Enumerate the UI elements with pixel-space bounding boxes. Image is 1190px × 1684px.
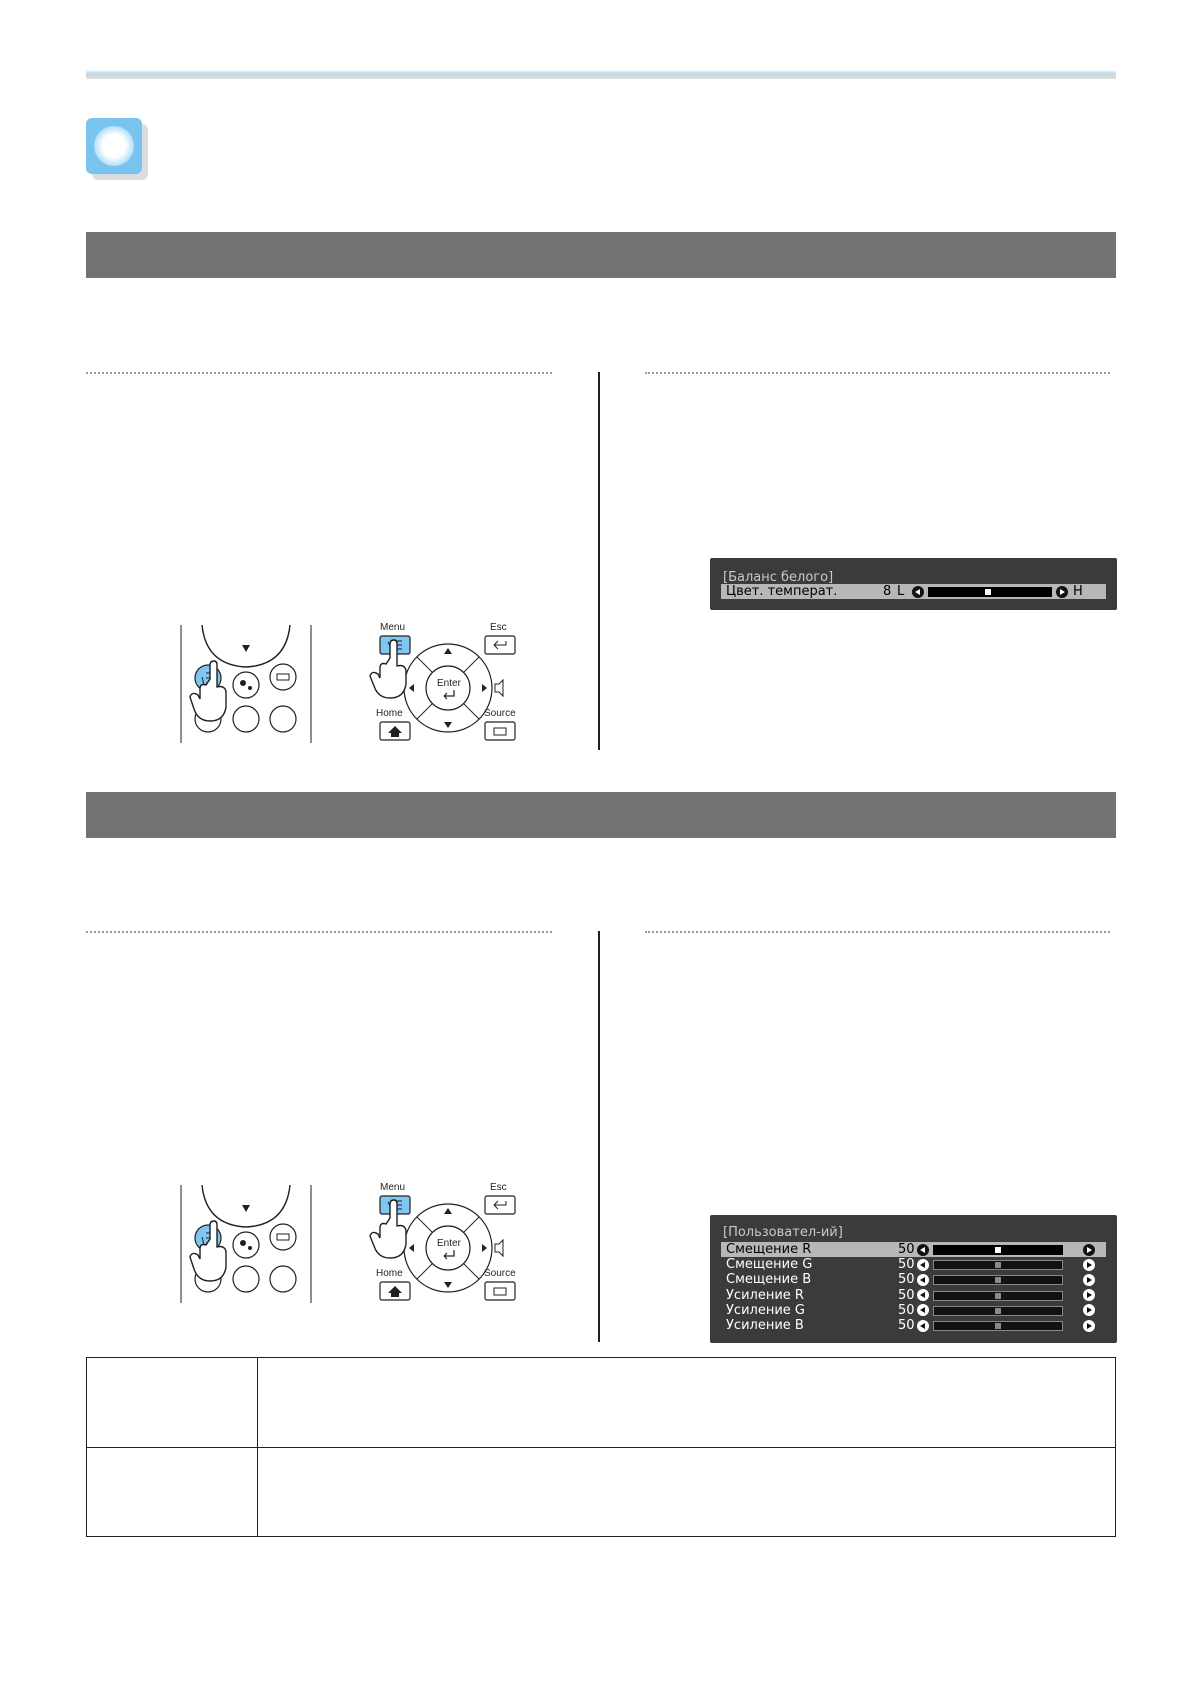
osd-slider-thumb[interactable] xyxy=(995,1247,1001,1253)
remote-illustration-right: Menu Esc Enter Home Source xyxy=(366,622,526,751)
osd-white-balance-panel: [Баланс белого] Цвет. температ. 8 L H xyxy=(710,558,1117,610)
table-row xyxy=(87,1358,1115,1447)
osd-slider-track[interactable] xyxy=(933,1260,1063,1271)
osd-title: [Баланс белого] xyxy=(723,570,834,585)
osd-row-custom-5[interactable]: Усиление B 50 xyxy=(721,1318,1106,1333)
remote-keypad-image xyxy=(180,1184,312,1303)
osd-row-value: 50 xyxy=(898,1287,915,1303)
section-bar-custom-adjustment xyxy=(86,792,1116,838)
column-divider-dotted xyxy=(86,372,552,374)
decrease-arrow-icon[interactable] xyxy=(917,1304,929,1317)
esc-label: Esc xyxy=(490,622,507,633)
osd-slider-track[interactable] xyxy=(928,587,1052,597)
increase-arrow-icon[interactable] xyxy=(1083,1289,1095,1302)
osd-row-label: Усиление G xyxy=(726,1302,805,1318)
remote-keypad-image xyxy=(180,624,312,743)
increase-arrow-icon[interactable] xyxy=(1083,1258,1095,1271)
osd-row-custom-3[interactable]: Усиление R 50 xyxy=(721,1288,1106,1303)
osd-high-end-label: H xyxy=(1073,584,1083,599)
osd-title: [Пользовател-ий] xyxy=(723,1225,843,1240)
remote-navigation-image: Menu Esc Enter Home Source xyxy=(369,622,516,741)
osd-slider-track[interactable] xyxy=(933,1245,1063,1255)
home-label: Home xyxy=(376,1268,403,1279)
osd-slider-track[interactable] xyxy=(933,1321,1063,1331)
decrease-arrow-icon[interactable] xyxy=(917,1273,929,1286)
remote-illustration-left xyxy=(180,1184,312,1308)
osd-slider-track[interactable] xyxy=(933,1290,1063,1301)
esc-label: Esc xyxy=(490,1182,507,1193)
osd-row-label: Смещение R xyxy=(726,1242,812,1257)
menu-label: Menu xyxy=(380,622,405,633)
column-divider-dotted xyxy=(645,372,1110,374)
osd-row-label: Цвет. температ. xyxy=(726,584,838,599)
osd-slider-track[interactable] xyxy=(933,1275,1063,1286)
decrease-arrow-icon[interactable] xyxy=(917,1258,929,1271)
column-divider-dotted xyxy=(645,931,1110,933)
menu-label: Menu xyxy=(380,1182,405,1193)
osd-slider-thumb[interactable] xyxy=(995,1292,1001,1299)
osd-slider-thumb[interactable] xyxy=(995,1323,1001,1329)
decrease-arrow-icon[interactable] xyxy=(917,1319,929,1332)
osd-row-label: Усиление B xyxy=(726,1318,804,1333)
info-table xyxy=(86,1357,1116,1537)
increase-arrow-icon[interactable] xyxy=(1083,1304,1095,1317)
osd-slider-track[interactable] xyxy=(933,1305,1063,1316)
remote-navigation-image: Menu Esc Enter Home Source xyxy=(369,1182,516,1301)
osd-row-value: 50 xyxy=(898,1242,915,1257)
section-bar-white-balance xyxy=(86,232,1116,278)
source-label: Source xyxy=(484,1268,516,1279)
osd-row-custom-1[interactable]: Смещение G 50 xyxy=(721,1257,1106,1272)
increase-arrow-icon[interactable] xyxy=(1083,1319,1095,1332)
home-label: Home xyxy=(376,708,403,719)
increase-arrow-icon[interactable] xyxy=(1083,1273,1095,1286)
decrease-arrow-icon[interactable] xyxy=(917,1243,929,1256)
table-row xyxy=(87,1448,1115,1537)
column-separator xyxy=(598,931,600,1342)
osd-slider-thumb[interactable] xyxy=(995,1262,1001,1269)
column-divider-dotted xyxy=(86,931,552,933)
increase-arrow-icon[interactable] xyxy=(1056,585,1068,598)
osd-row-value: 50 xyxy=(898,1318,915,1333)
decrease-arrow-icon[interactable] xyxy=(912,585,924,598)
osd-row-label: Смещение B xyxy=(726,1272,812,1288)
osd-row-color-temperature[interactable]: Цвет. температ. 8 L H xyxy=(721,584,1106,599)
osd-slider-thumb[interactable] xyxy=(995,1277,1001,1284)
osd-row-value: 50 xyxy=(898,1257,915,1273)
osd-row-custom-4[interactable]: Усиление G 50 xyxy=(721,1303,1106,1318)
osd-row-custom-0[interactable]: Смещение R 50 xyxy=(721,1242,1106,1257)
osd-slider-thumb[interactable] xyxy=(995,1307,1001,1314)
osd-row-value: 50 xyxy=(898,1302,915,1318)
osd-row-value: 50 xyxy=(898,1272,915,1288)
source-label: Source xyxy=(484,708,516,719)
decrease-arrow-icon[interactable] xyxy=(917,1289,929,1302)
enter-label: Enter xyxy=(437,678,462,689)
chapter-marker-icon xyxy=(86,118,148,180)
osd-slider-thumb[interactable] xyxy=(985,589,991,595)
enter-label: Enter xyxy=(437,1238,462,1249)
remote-illustration-left xyxy=(180,624,312,748)
osd-row-label: Смещение G xyxy=(726,1257,813,1273)
osd-row-custom-2[interactable]: Смещение B 50 xyxy=(721,1272,1106,1287)
osd-row-value: 8 xyxy=(883,584,892,599)
osd-row-label: Усиление R xyxy=(726,1287,804,1303)
osd-low-end-label: L xyxy=(897,584,905,599)
column-separator xyxy=(598,372,600,750)
header-rule xyxy=(86,70,1116,79)
remote-illustration-right: Menu Esc Enter Home Source xyxy=(366,1182,526,1311)
increase-arrow-icon[interactable] xyxy=(1083,1243,1095,1256)
table-row-divider xyxy=(87,1447,1115,1448)
